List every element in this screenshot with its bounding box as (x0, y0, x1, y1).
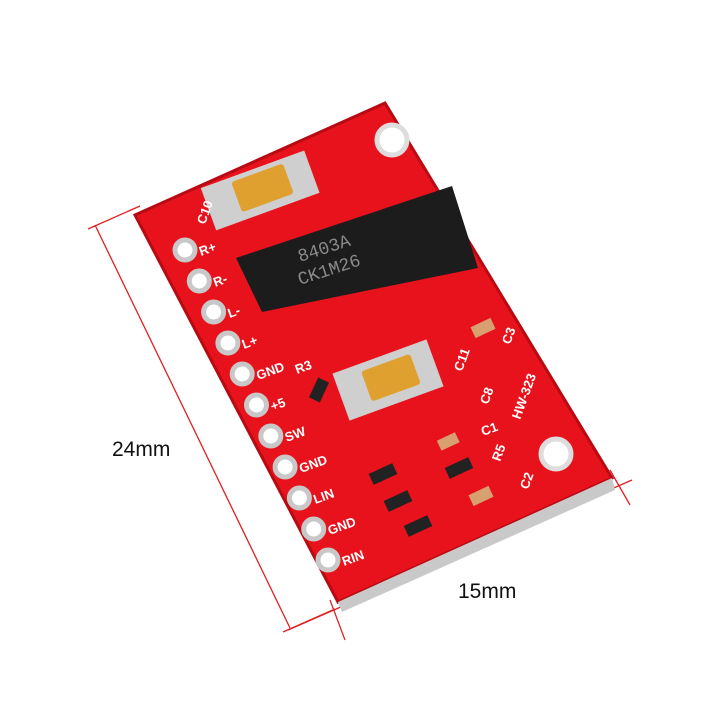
pin-label: R- (211, 271, 229, 290)
smd-resistor (383, 490, 413, 512)
smd-resistor (308, 377, 330, 403)
pin-hole (258, 423, 284, 449)
label-r3: R3 (293, 357, 314, 377)
pin-hole (186, 268, 212, 294)
pin-hole (272, 454, 298, 480)
board-edge (338, 478, 615, 612)
pin-label: LIN (311, 486, 336, 507)
amplifier-chip: 8403A CK1M26 (236, 186, 478, 312)
label-c8: C8 (477, 385, 497, 406)
smd-resistor (368, 463, 398, 485)
smd-resistor (444, 457, 474, 479)
tantalum-capacitor (232, 164, 293, 212)
height-dimension-line (94, 224, 291, 629)
pin-hole (301, 516, 327, 542)
pin-label: L- (225, 303, 242, 321)
height-dimension-label: 24mm (112, 438, 171, 461)
mounting-hole (374, 122, 410, 158)
pin-hole (286, 485, 312, 511)
smd-capacitor (470, 317, 496, 339)
pin-hole (201, 299, 227, 325)
label-c1: C1 (479, 419, 500, 439)
label-r5: R5 (489, 442, 509, 463)
label-c2: C2 (517, 470, 537, 491)
label-c3: C3 (499, 325, 519, 346)
pin-label: L+ (240, 332, 260, 352)
pin-label: RIN (340, 547, 366, 569)
pin-label: +5 (268, 395, 287, 414)
pin-label: R+ (197, 239, 218, 259)
pcb-board (132, 101, 615, 604)
pin-header (172, 237, 341, 573)
pin-label: SW (283, 423, 308, 445)
pin-hole (229, 361, 255, 387)
pin-hole (215, 330, 241, 356)
smd-capacitor (468, 485, 494, 507)
smd-resistor (403, 515, 433, 537)
pin-hole (244, 392, 269, 418)
label-c11: C11 (451, 346, 473, 373)
smd-capacitor (436, 432, 460, 451)
width-dimension-label: 15mm (458, 580, 517, 603)
pin-hole (172, 237, 198, 263)
pin-hole (315, 547, 341, 573)
tantalum-capacitor (361, 354, 420, 401)
mounting-hole (538, 436, 574, 472)
